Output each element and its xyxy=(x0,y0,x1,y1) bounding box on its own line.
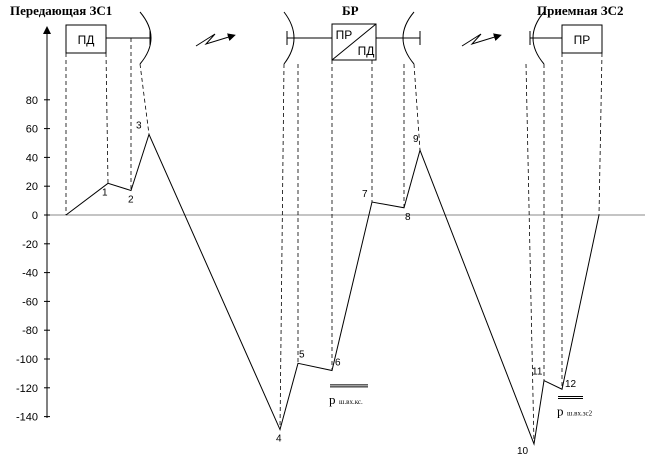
relay-rx-label: ПР xyxy=(336,28,353,42)
y-tick-label: 60 xyxy=(26,124,38,136)
sensitivity-label-sub: ш.вх.зс2 xyxy=(567,409,593,417)
point-label-8: 8 xyxy=(405,212,411,223)
relay-equipment: ПР ПД xyxy=(283,11,421,65)
projection-line xyxy=(525,63,535,444)
sensitivity-label-main: p xyxy=(329,392,336,407)
receive-station-title: Приемная ЗС2 xyxy=(537,3,623,18)
relay-title: БР xyxy=(342,3,359,18)
point-label-11: 11 xyxy=(532,367,543,378)
rx-box-label: ПР xyxy=(574,33,591,47)
projection-line xyxy=(279,63,285,430)
y-tick-label: 0 xyxy=(32,210,38,222)
y-tick-label: -60 xyxy=(22,296,38,308)
y-tick-label: -20 xyxy=(22,239,38,251)
uplink-arrow-icon xyxy=(195,33,236,47)
y-tick-label: -120 xyxy=(16,383,38,395)
sensitivity-label-main: p xyxy=(557,403,564,418)
projection-line xyxy=(105,52,109,184)
transmit-station-title: Передающая ЗС1 xyxy=(10,3,112,18)
projection-line xyxy=(598,52,603,216)
projection-line xyxy=(139,63,150,135)
y-tick-label: 80 xyxy=(26,95,38,107)
tx-box-label: ПД xyxy=(78,33,95,47)
point-label-7: 7 xyxy=(362,189,368,200)
relay-tx-antenna-icon xyxy=(402,11,415,65)
point-label-6: 6 xyxy=(335,358,341,369)
y-tick-label: -40 xyxy=(22,268,38,280)
downlink-arrow-icon xyxy=(461,33,502,47)
point-label-12: 12 xyxy=(565,379,577,390)
projection-guides xyxy=(65,38,603,444)
relay-tx-label: ПД xyxy=(358,44,375,58)
point-label-2: 2 xyxy=(128,195,134,206)
y-tick-label: -140 xyxy=(16,412,38,424)
y-tick-label: -100 xyxy=(16,354,38,366)
rx-box xyxy=(561,24,603,54)
y-tick-label: -80 xyxy=(22,325,38,337)
point-label-1: 1 xyxy=(102,187,108,198)
transmit-equipment: ПД xyxy=(65,11,152,65)
relay-box-diagonal xyxy=(331,23,377,61)
point-label-10: 10 xyxy=(517,446,529,457)
receive-equipment: ПР xyxy=(529,11,603,65)
tx-box xyxy=(65,24,107,54)
y-tick-label: 40 xyxy=(26,152,38,164)
relay-box xyxy=(331,23,377,61)
point-label-4: 4 xyxy=(276,434,282,445)
point-label-9: 9 xyxy=(413,134,419,145)
sensitivity-label-sub: ш.вх.кс. xyxy=(339,398,363,406)
point-label-3: 3 xyxy=(136,120,142,131)
signal-level-curve xyxy=(65,132,600,446)
y-tick-labels: 80 60 40 20 0 -20 -40 -60 -80 -100 -120 -140 xyxy=(16,95,50,424)
tx-antenna-icon xyxy=(139,11,152,65)
point-label-5: 5 xyxy=(299,349,305,360)
projection-line xyxy=(413,63,421,151)
y-tick-label: 20 xyxy=(26,181,38,193)
